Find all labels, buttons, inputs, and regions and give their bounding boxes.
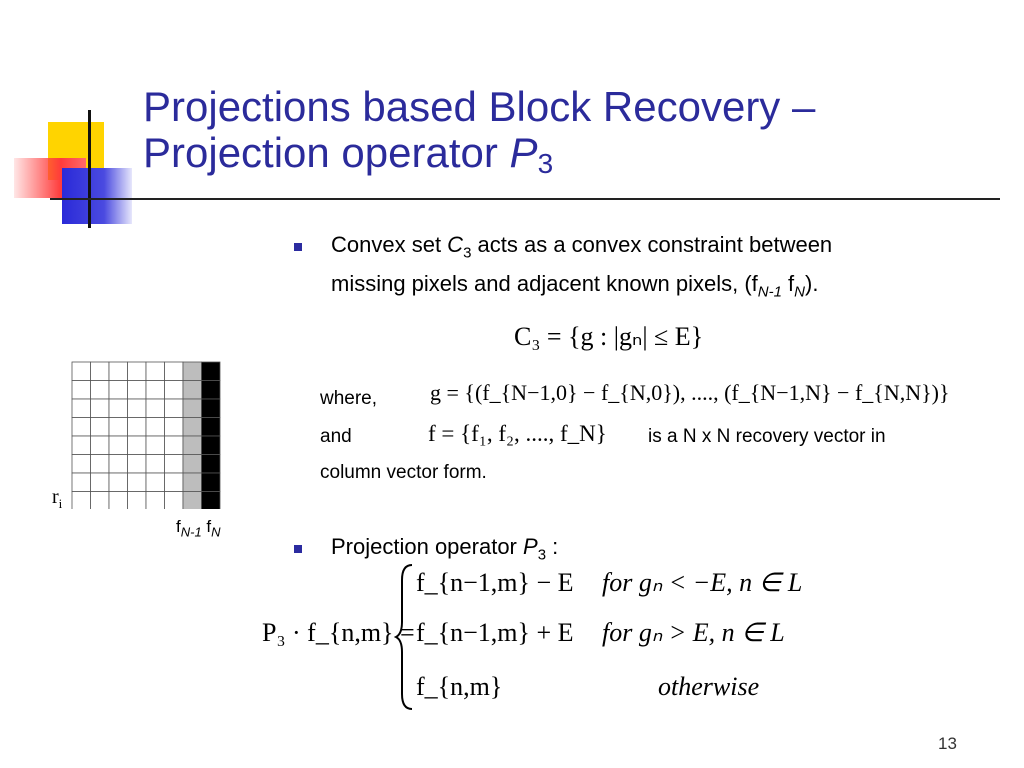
grid-cell [145,361,165,381]
grid-cell [164,380,184,400]
case-3-condition: otherwise [658,672,760,701]
grid-cell [182,361,202,381]
title-line-1: Projections based Block Recovery – [143,83,816,130]
grid-cell [90,417,110,437]
grid-cell [182,417,202,437]
grid-cell [164,417,184,437]
bullet-1-text: Convex set C3 acts as a convex constrain… [331,229,1011,308]
bullet-2-text: Projection operator P3 : [331,534,559,564]
grid-cell [164,472,184,492]
pixel-block-grid [71,361,221,509]
grid-cell [182,380,202,400]
title-underline [50,198,1000,200]
equation-c3: C₃ = {g : |gₙ| ≤ E} [514,322,704,351]
equation-g-def: g = {(f_{N−1,0} − f_{N,0}), ...., (f_{N−… [430,380,950,405]
bullet-1-line-2: missing pixels and adjacent known pixels… [331,271,819,301]
grid-cell [108,435,128,455]
grid-cell [90,491,110,509]
grid-cell [182,454,202,474]
bullet-marker-2 [294,545,302,553]
grid-cell [164,454,184,474]
grid-cell [90,454,110,474]
piecewise-lhs: P₃ · f_{n,m} = [262,618,415,647]
grid-cell [108,417,128,437]
grid-cell [71,398,91,418]
grid-cell [90,380,110,400]
grid-cell [182,472,202,492]
grid-cell [164,398,184,418]
grid-cell [164,435,184,455]
grid-cell [127,398,147,418]
row-label: ri [52,486,63,511]
grid-cell [145,435,165,455]
grid-cell [145,491,165,509]
grid-cell [164,361,184,381]
case-1-condition: for gₙ < −E, n ∈ L [602,568,803,597]
grid-cell [108,491,128,509]
where-label: where, [320,388,378,409]
grid-cell [71,472,91,492]
grid-cell [71,435,91,455]
grid-cell [108,361,128,381]
bullet-1-line-1: Convex set C3 acts as a convex constrain… [331,232,833,262]
grid-cell [90,361,110,381]
column-labels: fN-1 fN [176,517,221,540]
logo-blue-square [62,168,132,224]
f-description-2: column vector form. [320,462,487,483]
grid-cell [145,417,165,437]
slide-title: Projections based Block Recovery – Proje… [143,84,1003,187]
grid-cell [71,380,91,400]
grid-cell [108,398,128,418]
grid-cell [108,472,128,492]
piecewise-brace [394,564,413,710]
case-2-condition: for gₙ > E, n ∈ L [602,618,785,647]
grid-cell [71,491,91,509]
grid-cell [127,435,147,455]
case-2-expression: f_{n−1,m} + E [416,618,574,647]
grid-cell [145,472,165,492]
grid-cell [201,491,221,509]
grid-cell [90,472,110,492]
grid-cell [127,380,147,400]
grid-cell [182,491,202,509]
grid-cell [182,398,202,418]
grid-cell [201,417,221,437]
case-3-expression: f_{n,m} [416,672,503,701]
grid-cell [71,454,91,474]
logo-vertical-line [88,110,91,228]
grid-cell [201,472,221,492]
grid-cell [201,361,221,381]
bullet-marker-1 [294,243,302,251]
grid-cell [201,454,221,474]
grid-cell [164,491,184,509]
grid-cell [127,361,147,381]
grid-cell [145,454,165,474]
and-label: and [320,426,352,447]
grid-cell [90,435,110,455]
grid-cell [127,472,147,492]
grid-cell [201,380,221,400]
grid-cell [71,417,91,437]
grid-cell [145,398,165,418]
grid-cell [145,380,165,400]
grid-cell [182,435,202,455]
grid-cell [201,435,221,455]
f-description: is a N x N recovery vector in [648,426,886,447]
grid-cell [127,454,147,474]
case-1-expression: f_{n−1,m} − E [416,568,574,597]
grid-cell [127,417,147,437]
grid-cell [108,380,128,400]
grid-cell [127,491,147,509]
page-number: 13 [938,734,957,753]
grid-cell [90,398,110,418]
grid-cell [201,398,221,418]
title-line-2: Projection operator P3 [143,129,554,180]
grid-cell [108,454,128,474]
grid-cell [71,361,91,381]
equation-f-def: f = {f₁, f₂, ...., f_N} [428,421,607,446]
